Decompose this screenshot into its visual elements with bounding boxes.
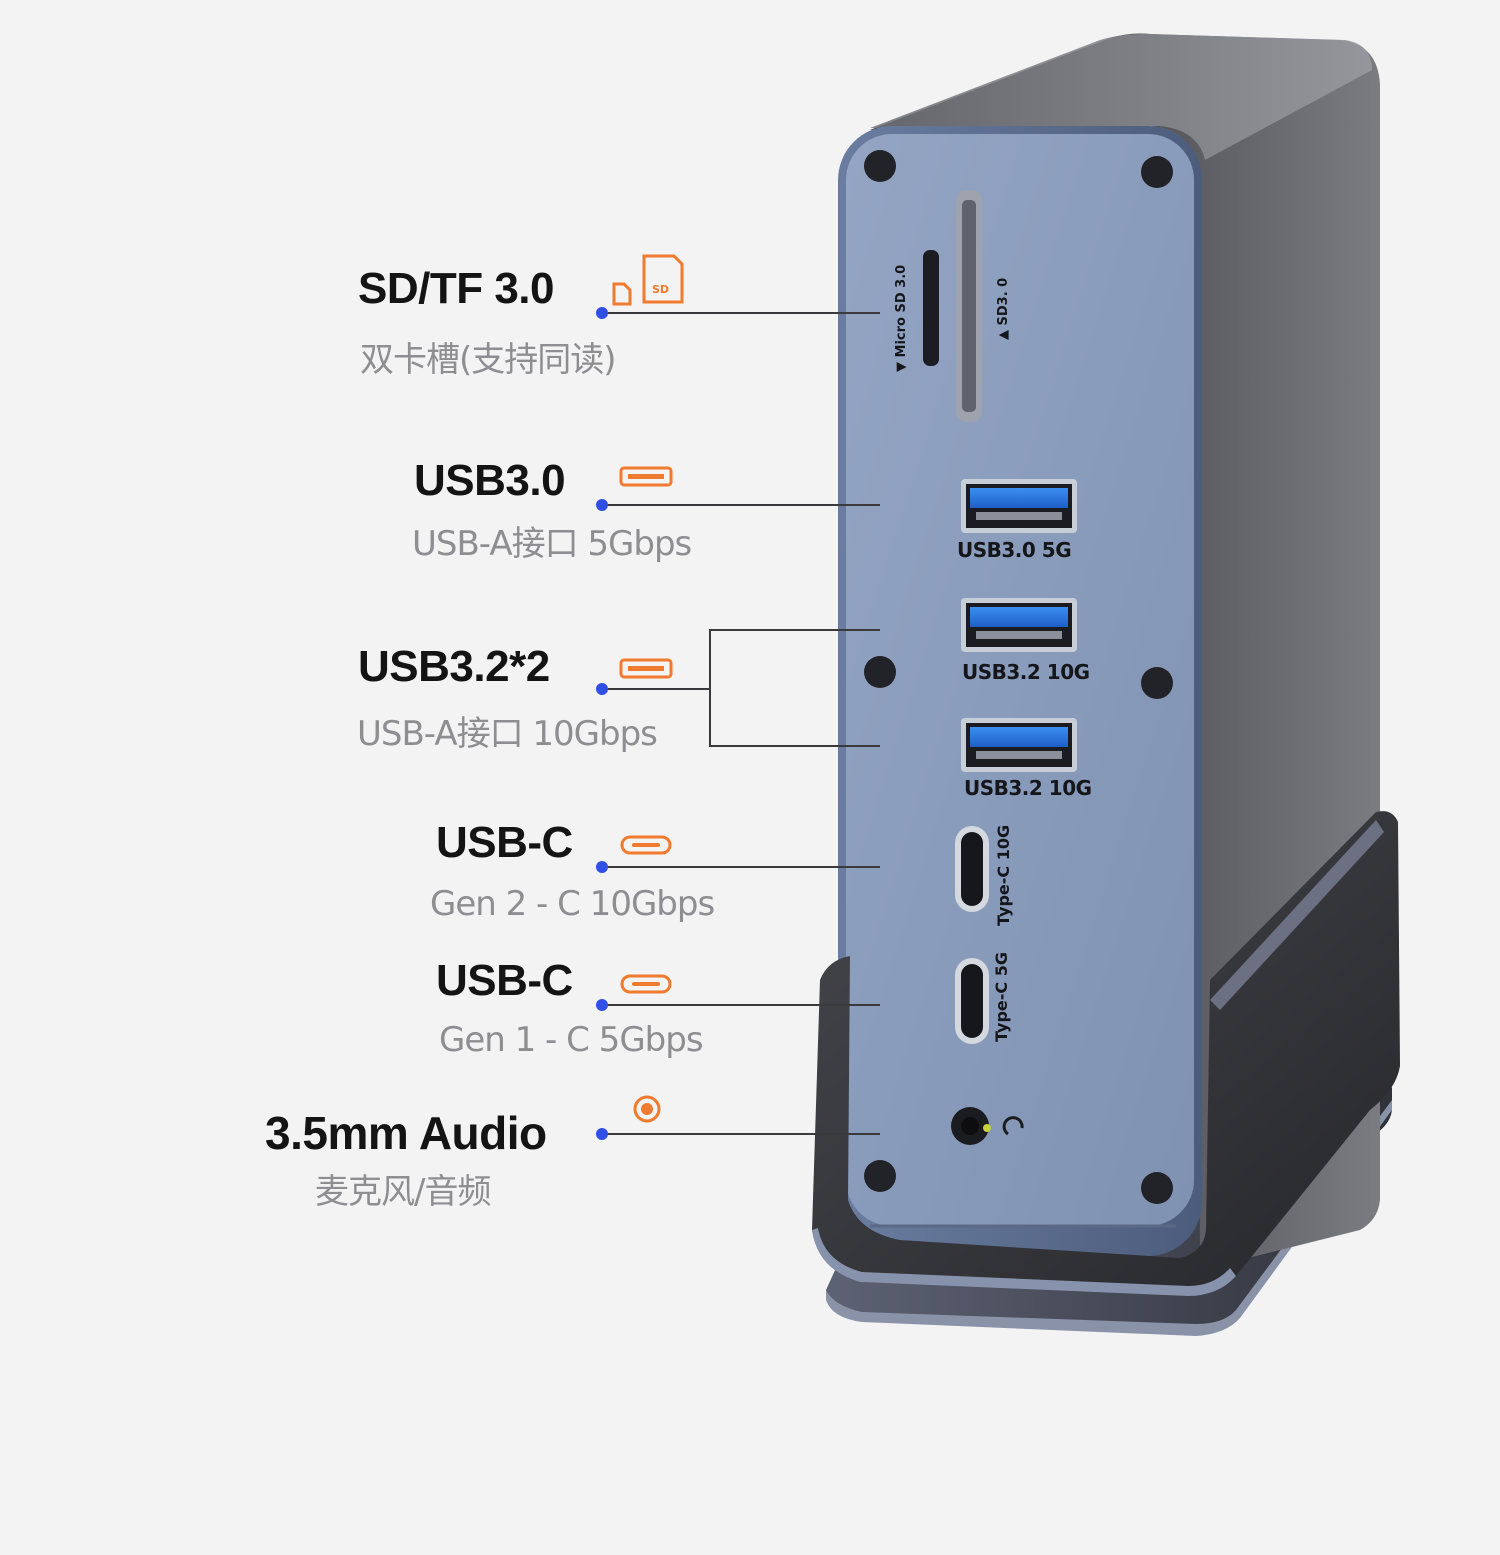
feature-subtitle-usbc-gen2: Gen 2 - C 10Gbps: [430, 884, 715, 924]
feature-title-sd: SD/TF 3.0: [358, 264, 555, 313]
usb-a-icon: [619, 466, 673, 487]
usb-c-icon: [620, 974, 672, 994]
screw: [1141, 667, 1173, 699]
port-label-sd: ▲ SD3. 0: [996, 277, 1011, 340]
card-slots: [923, 190, 982, 422]
usb-a-icon: [619, 658, 673, 679]
screw: [1141, 156, 1173, 188]
screw: [1141, 1172, 1173, 1204]
stand: [812, 811, 1400, 1296]
usb-a-port-1: [961, 479, 1077, 533]
feature-title-usbc-gen1: USB-C: [436, 956, 573, 1005]
callout-dots: [596, 307, 608, 1140]
screw: [864, 656, 896, 688]
port-label-micro-sd: ▼ Micro SD 3.0: [894, 264, 909, 372]
feature-title-audio: 3.5mm Audio: [265, 1107, 547, 1159]
screw: [864, 150, 896, 182]
feature-subtitle-audio: 麦克风/音频: [315, 1172, 491, 1212]
usb-c-icon: [620, 835, 672, 855]
callout-lines: [602, 312, 880, 1135]
feature-title-usb30: USB3.0: [414, 456, 566, 505]
micro-sd-slot: [923, 250, 939, 366]
port-label-usb32-b: USB3.2 10G: [964, 776, 1092, 800]
feature-title-usbc-gen2: USB-C: [436, 818, 573, 867]
screws: [864, 150, 1173, 1204]
audio-jack: [951, 1107, 1024, 1145]
feature-subtitle-sd: 双卡槽(支持同读): [360, 340, 617, 380]
usb-a-port-3: [961, 718, 1077, 772]
screw: [864, 1160, 896, 1192]
port-label-usb32-a: USB3.2 10G: [962, 660, 1090, 684]
port-label-typec-10g: Type-C 10G: [994, 824, 1013, 926]
port-panel: [846, 134, 1194, 1226]
feature-subtitle-usb30: USB-A接口 5Gbps: [412, 524, 692, 564]
port-label-usb30: USB3.0 5G: [957, 538, 1072, 562]
feature-title-usb32: USB3.2*2: [358, 642, 550, 691]
usb-c-port-2: [955, 958, 989, 1044]
feature-subtitle-usb32: USB-A接口 10Gbps: [357, 714, 658, 754]
usb-a-port-2: [961, 598, 1077, 652]
usb-c-port-1: [955, 826, 989, 912]
port-label-typec-5g: Type-C 5G: [992, 952, 1011, 1042]
feature-subtitle-usbc-gen1: Gen 1 - C 5Gbps: [439, 1020, 704, 1060]
sd-card-icon: SD: [612, 254, 684, 306]
svg-text:SD: SD: [652, 283, 669, 296]
audio-jack-icon: [633, 1095, 661, 1123]
